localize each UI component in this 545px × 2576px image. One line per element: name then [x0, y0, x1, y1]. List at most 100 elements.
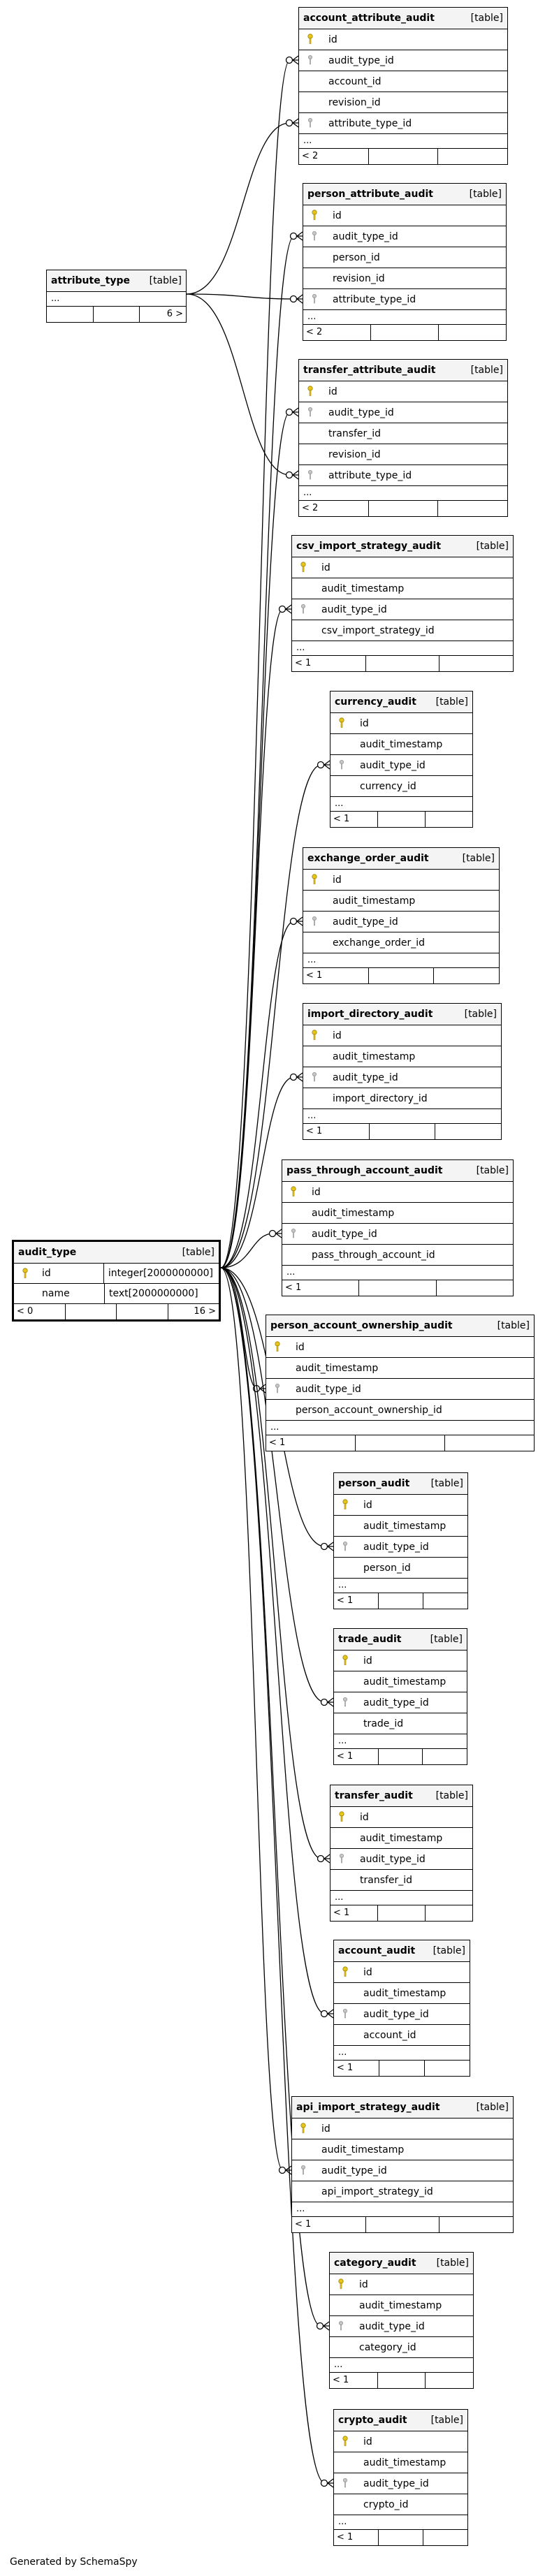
- column-row[interactable]: id: [330, 713, 472, 734]
- column-row[interactable]: name text[2000000000]: [14, 1284, 219, 1304]
- foreign-key-icon: [343, 1542, 347, 1551]
- column-row[interactable]: currency_id: [330, 776, 472, 797]
- column-row[interactable]: audit_type_id: [299, 50, 507, 71]
- column-row[interactable]: person_id: [334, 1558, 467, 1579]
- column-row[interactable]: audit_type_id: [292, 599, 513, 620]
- column-row[interactable]: audit_type_id: [299, 402, 507, 423]
- column-row[interactable]: id: [303, 1025, 501, 1046]
- column-row[interactable]: person_account_ownership_id: [266, 1400, 534, 1421]
- column-row[interactable]: exchange_order_id: [303, 932, 499, 953]
- column-row[interactable]: audit_timestamp: [303, 891, 499, 912]
- column-row[interactable]: id: [299, 29, 507, 50]
- column-row[interactable]: audit_type_id: [330, 2316, 473, 2337]
- column-row[interactable]: audit_type_id: [266, 1379, 534, 1400]
- column-row[interactable]: revision_id: [303, 268, 506, 289]
- column-row[interactable]: revision_id: [299, 444, 507, 465]
- column-row[interactable]: person_id: [303, 247, 506, 268]
- table-attribute-type[interactable]: attribute_type [table] ... 6 >: [46, 270, 187, 323]
- rows-count: [369, 968, 435, 983]
- rows-count: [369, 501, 439, 516]
- column-row[interactable]: id: [303, 205, 506, 226]
- column-row[interactable]: audit_type_id: [303, 226, 506, 247]
- column-row[interactable]: id: [334, 2431, 467, 2452]
- column-row[interactable]: id: [299, 381, 507, 402]
- column-row[interactable]: id: [330, 2274, 473, 2295]
- column-row[interactable]: audit_type_id: [282, 1224, 513, 1245]
- column-row[interactable]: id integer[2000000000]: [14, 1264, 219, 1284]
- column-row[interactable]: attribute_type_id: [299, 465, 507, 486]
- column-row[interactable]: id: [303, 870, 499, 891]
- column-row[interactable]: audit_timestamp: [334, 1671, 467, 1692]
- column-row[interactable]: audit_type_id: [334, 2004, 470, 2025]
- column-name: audit_timestamp: [333, 895, 416, 907]
- column-row[interactable]: id: [330, 1807, 472, 1828]
- column-row[interactable]: id: [282, 1182, 513, 1203]
- column-row[interactable]: audit_type_id: [330, 1849, 472, 1870]
- zero-cardinality-marker: [317, 761, 325, 769]
- column-row[interactable]: id: [266, 1337, 534, 1358]
- table-kind: [table]: [433, 1945, 465, 1956]
- column-row[interactable]: audit_timestamp: [292, 578, 513, 599]
- column-row[interactable]: audit_type_id: [334, 2473, 467, 2494]
- more-columns: ...: [334, 2515, 467, 2530]
- column-row[interactable]: id: [292, 2118, 513, 2139]
- column-name: id: [363, 2436, 372, 2447]
- column-row[interactable]: attribute_type_id: [303, 289, 506, 310]
- column-row[interactable]: audit_type_id: [330, 755, 472, 776]
- column-row[interactable]: category_id: [330, 2337, 473, 2358]
- column-row[interactable]: revision_id: [299, 92, 507, 113]
- column-row[interactable]: audit_type_id: [334, 1537, 467, 1558]
- column-row[interactable]: audit_timestamp: [334, 1983, 470, 2004]
- column-row[interactable]: account_id: [299, 71, 507, 92]
- children-count: 6 >: [166, 309, 184, 319]
- column-row[interactable]: id: [334, 1962, 470, 1983]
- foreign-key-icon: [339, 2321, 343, 2331]
- column-name: person_id: [333, 251, 380, 263]
- column-row[interactable]: import_directory_id: [303, 1088, 501, 1109]
- column-row[interactable]: audit_timestamp: [330, 1828, 472, 1849]
- column-row[interactable]: audit_timestamp: [303, 1046, 501, 1067]
- column-row[interactable]: audit_type_id: [334, 1692, 467, 1713]
- column-row[interactable]: transfer_id: [330, 1870, 472, 1891]
- column-row[interactable]: id: [292, 557, 513, 578]
- column-row[interactable]: pass_through_account_id: [282, 1245, 513, 1266]
- column-row[interactable]: audit_type_id: [292, 2160, 513, 2181]
- column-row[interactable]: audit_timestamp: [330, 2295, 473, 2316]
- column-row[interactable]: attribute_type_id: [299, 113, 507, 134]
- column-row[interactable]: audit_timestamp: [282, 1203, 513, 1224]
- children-count: 16 >: [194, 1306, 216, 1317]
- column-row[interactable]: audit_type_id: [303, 912, 499, 932]
- column-row[interactable]: account_id: [334, 2025, 470, 2046]
- column-row[interactable]: audit_timestamp: [334, 2452, 467, 2473]
- column-row[interactable]: audit_timestamp: [330, 734, 472, 755]
- column-row[interactable]: trade_id: [334, 1713, 467, 1734]
- column-row[interactable]: id: [334, 1651, 467, 1671]
- column-row[interactable]: transfer_id: [299, 423, 507, 444]
- column-row[interactable]: audit_timestamp: [334, 1516, 467, 1537]
- column-row[interactable]: crypto_id: [334, 2494, 467, 2515]
- table-audit-type[interactable]: audit_type [table] id integer[2000000000…: [12, 1240, 221, 1322]
- zero-cardinality-marker: [320, 2479, 328, 2487]
- column-row[interactable]: id: [334, 1495, 467, 1516]
- column-row[interactable]: audit_timestamp: [292, 2139, 513, 2160]
- column-row[interactable]: csv_import_strategy_id: [292, 620, 513, 641]
- column-row[interactable]: audit_type_id: [303, 1067, 501, 1088]
- column-row[interactable]: audit_timestamp: [266, 1358, 534, 1379]
- column-row[interactable]: api_import_strategy_id: [292, 2181, 513, 2202]
